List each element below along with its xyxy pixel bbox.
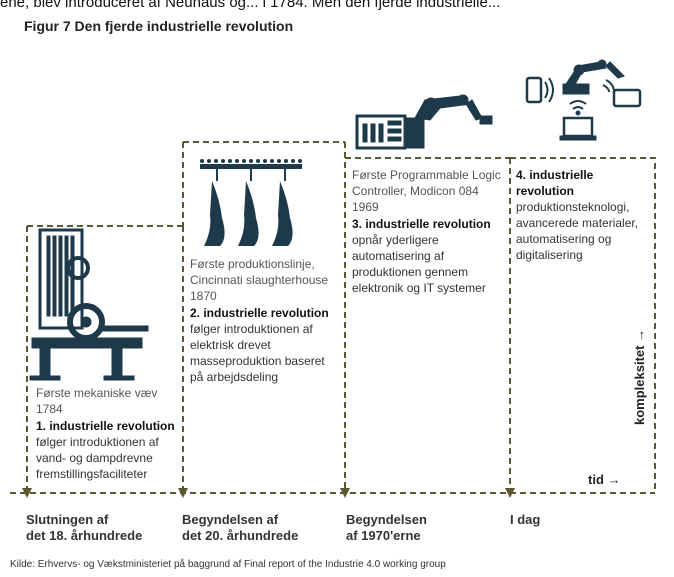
stage-2-caption-line: Første produktionslinje, <box>190 257 315 271</box>
time-axis-label: tid → <box>588 472 621 487</box>
period-line: Slutningen af <box>26 512 109 527</box>
period-line: Begyndelsen <box>346 512 427 527</box>
stage-2-caption: Første produktionslinje, Cincinnati slau… <box>190 256 328 304</box>
stage-4-title: 4. industrielle revolution <box>516 168 594 198</box>
stage-1-caption-year: 1784 <box>36 402 63 416</box>
stage-2-desc-line: elektrisk drevet <box>190 338 271 352</box>
top-text-fragment: ene, blev introduceret af Neuhaus og... … <box>0 0 501 10</box>
stage-3-desc-line: elektronik og IT systemer <box>352 281 486 295</box>
digital-devices-icon <box>525 59 642 141</box>
stage-3-desc-line: produktionen gennem <box>352 265 469 279</box>
stage-2-title: 2. industrielle revolution <box>190 306 329 320</box>
period-line: I dag <box>510 512 541 527</box>
period-label-2: Begyndelsen af det 20. århundrede <box>182 512 298 544</box>
stage-1-desc-line: vand- og dampdrevne <box>36 451 153 465</box>
stage-1-caption: Første mekaniske væv 1784 <box>36 385 157 417</box>
stage-2-desc-line: masseproduktion baseret <box>190 354 325 368</box>
period-label-1: Slutningen af det 18. århundrede <box>26 512 142 544</box>
stage-2-desc-line: følger introduktionen af <box>190 322 313 336</box>
robot-arm-icon <box>355 94 493 150</box>
period-line: det 20. århundrede <box>182 528 299 543</box>
period-line: det 18. århundrede <box>26 528 143 543</box>
stage-1-desc-line: fremstillingsfaciliteter <box>36 467 148 481</box>
stage-3-caption: Første Programmable Logic Controller, Mo… <box>352 167 501 215</box>
stage-3-caption-year: 1969 <box>352 200 379 214</box>
stage-4-desc-line: avancerede materialer, <box>516 216 639 230</box>
period-label-3: Begyndelsen af 1970'erne <box>346 512 427 544</box>
stage-4-desc-line: automatisering og <box>516 232 612 246</box>
stage-1-desc-line: følger introduktionen af <box>36 435 159 449</box>
stage-3-desc-line: opnår yderligere <box>352 233 439 247</box>
stage-4-desc-line: digitalisering <box>516 248 583 262</box>
production-line-icon <box>200 159 302 246</box>
stage-1-caption-line: Første mekaniske væv <box>36 386 158 400</box>
stage-2-caption-line: Cincinnati slaughterhouse <box>190 273 329 287</box>
arrow-heads <box>22 488 515 498</box>
period-line: af 1970'erne <box>346 528 421 543</box>
period-line: Begyndelsen af <box>182 512 279 527</box>
stage-3-caption-line: Første Programmable Logic <box>352 168 501 182</box>
figure-title: Figur 7 Den fjerde industrielle revoluti… <box>24 18 294 34</box>
stage-3-text: 3. industrielle revolution opnår yderlig… <box>352 216 491 296</box>
source-note: Kilde: Erhvervs- og Vækstministeriet på … <box>10 559 446 570</box>
staircase-line <box>26 141 656 493</box>
stage-4-desc-line: produktionsteknologi, <box>516 200 630 214</box>
stage-4-text: 4. industrielle revolution produktionste… <box>516 167 638 263</box>
loom-icon <box>29 228 149 381</box>
complexity-axis-label: kompleksitet → <box>632 328 647 425</box>
stage-3-caption-line: Controller, Modicon 084 <box>352 184 479 198</box>
stage-3-desc-line: automatisering af <box>352 249 445 263</box>
period-label-4: I dag <box>510 512 540 528</box>
stage-2-text: 2. industrielle revolution følger introd… <box>190 305 329 385</box>
stage-2-desc-line: på arbejdsdeling <box>190 370 279 384</box>
stage-1-text: 1. industrielle revolution følger introd… <box>36 418 175 482</box>
stage-3-title: 3. industrielle revolution <box>352 217 491 231</box>
stage-1-title: 1. industrielle revolution <box>36 419 175 433</box>
stage-2-caption-year: 1870 <box>190 289 217 303</box>
